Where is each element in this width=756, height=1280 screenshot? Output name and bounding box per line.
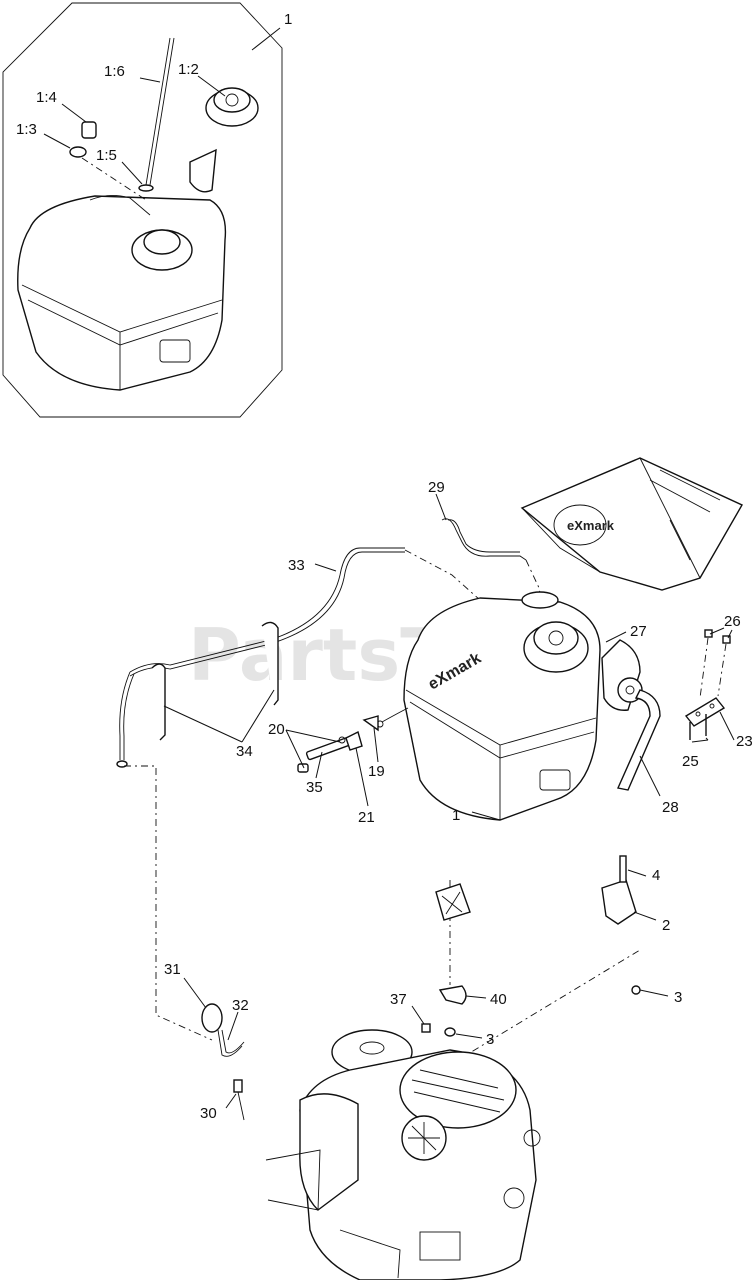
leader-21 bbox=[355, 747, 369, 807]
leader-1-main bbox=[471, 811, 501, 821]
leader-25b bbox=[705, 737, 709, 741]
leader-33 bbox=[314, 563, 337, 572]
callout-29: 29 bbox=[428, 479, 445, 496]
inset-filler-neck bbox=[131, 229, 193, 271]
callout-35: 35 bbox=[306, 779, 323, 796]
callout-1-3: 1:3 bbox=[16, 121, 37, 138]
fuel-fitting-30 bbox=[233, 1079, 245, 1121]
leader-20b bbox=[285, 729, 341, 743]
leader-1-5 bbox=[121, 161, 143, 185]
callout-1-5: 1:5 bbox=[96, 147, 117, 164]
primer-bulb bbox=[201, 1003, 245, 1057]
leader-1-6 bbox=[139, 77, 161, 83]
fuel-line-33 bbox=[129, 547, 405, 673]
cable-clamp bbox=[421, 985, 467, 1037]
callout-32: 32 bbox=[232, 997, 249, 1014]
deck-brand-logo: eXmark bbox=[567, 518, 615, 533]
callout-1-top: 1 bbox=[284, 11, 292, 28]
leader-26a bbox=[709, 627, 725, 635]
leader-19 bbox=[373, 727, 379, 763]
fuel-line-loop bbox=[119, 671, 131, 760]
leader-20a bbox=[285, 729, 305, 769]
routing-line-engine bbox=[457, 949, 641, 1061]
inset-dash-line bbox=[81, 157, 147, 201]
leader-1-3 bbox=[43, 133, 71, 149]
hose-clip-34b bbox=[261, 621, 279, 706]
callout-3-right: 3 bbox=[674, 989, 682, 1006]
hose-clip-34a bbox=[151, 663, 166, 741]
mounting-bracket bbox=[684, 697, 726, 727]
deck-cover: eXmark bbox=[520, 457, 743, 591]
leader-32 bbox=[227, 1011, 239, 1041]
inset-strainer bbox=[189, 148, 217, 193]
callout-1-2: 1:2 bbox=[178, 61, 199, 78]
leader-37 bbox=[411, 1005, 425, 1025]
callout-33: 33 bbox=[288, 557, 305, 574]
leader-1-2 bbox=[197, 75, 226, 97]
fuel-filter-assembly bbox=[297, 707, 409, 773]
callout-20: 20 bbox=[268, 721, 285, 738]
callout-1-4: 1:4 bbox=[36, 89, 57, 106]
routing-line-left bbox=[124, 765, 213, 1041]
callout-31: 31 bbox=[164, 961, 181, 978]
engine bbox=[265, 1029, 541, 1280]
fuel-hose-28 bbox=[617, 689, 661, 791]
leader-28 bbox=[639, 755, 661, 797]
leader-25a bbox=[691, 739, 709, 743]
leader-4 bbox=[627, 869, 647, 877]
inset-dipstick bbox=[138, 37, 175, 192]
callout-30: 30 bbox=[200, 1105, 217, 1122]
leader-30 bbox=[225, 1093, 237, 1109]
callout-34: 34 bbox=[236, 743, 253, 760]
leader-26b bbox=[727, 629, 733, 639]
callout-1-6: 1:6 bbox=[104, 63, 125, 80]
callout-19: 19 bbox=[368, 763, 385, 780]
inset-grommet bbox=[69, 121, 97, 158]
leader-29 bbox=[435, 493, 447, 521]
engine-mount-left bbox=[435, 883, 471, 921]
leader-1-top bbox=[251, 27, 281, 51]
callout-4: 4 bbox=[652, 867, 660, 884]
engine-mount-right bbox=[601, 855, 641, 995]
leader-3-mid bbox=[455, 1033, 483, 1039]
callout-23: 23 bbox=[736, 733, 753, 750]
leader-1-4 bbox=[61, 103, 87, 123]
leader-35 bbox=[315, 751, 323, 779]
callout-28: 28 bbox=[662, 799, 679, 816]
inset-fuel-cap bbox=[205, 87, 259, 127]
callout-25: 25 bbox=[682, 753, 699, 770]
inset-frame bbox=[2, 2, 283, 418]
callout-21: 21 bbox=[358, 809, 375, 826]
leader-23 bbox=[719, 711, 735, 741]
leader-3-right bbox=[639, 989, 669, 997]
inset-detail bbox=[2, 2, 283, 418]
callout-37: 37 bbox=[390, 991, 407, 1008]
callout-26: 26 bbox=[724, 613, 741, 630]
leader-40 bbox=[465, 995, 487, 999]
leader-2 bbox=[633, 911, 657, 921]
callout-2: 2 bbox=[662, 917, 670, 934]
main-tank-cap bbox=[521, 591, 589, 673]
leader-31 bbox=[183, 977, 207, 1009]
leader-27 bbox=[605, 631, 627, 643]
vent-hose bbox=[441, 518, 527, 561]
leader-34a bbox=[163, 705, 243, 743]
inset-fuel-tank bbox=[17, 195, 227, 391]
callout-27: 27 bbox=[630, 623, 647, 640]
callout-3-mid: 3 bbox=[486, 1031, 494, 1048]
callout-40: 40 bbox=[490, 991, 507, 1008]
callout-1-main: 1 bbox=[452, 807, 460, 824]
fuel-valve bbox=[601, 639, 643, 711]
leader-34b bbox=[241, 689, 275, 743]
